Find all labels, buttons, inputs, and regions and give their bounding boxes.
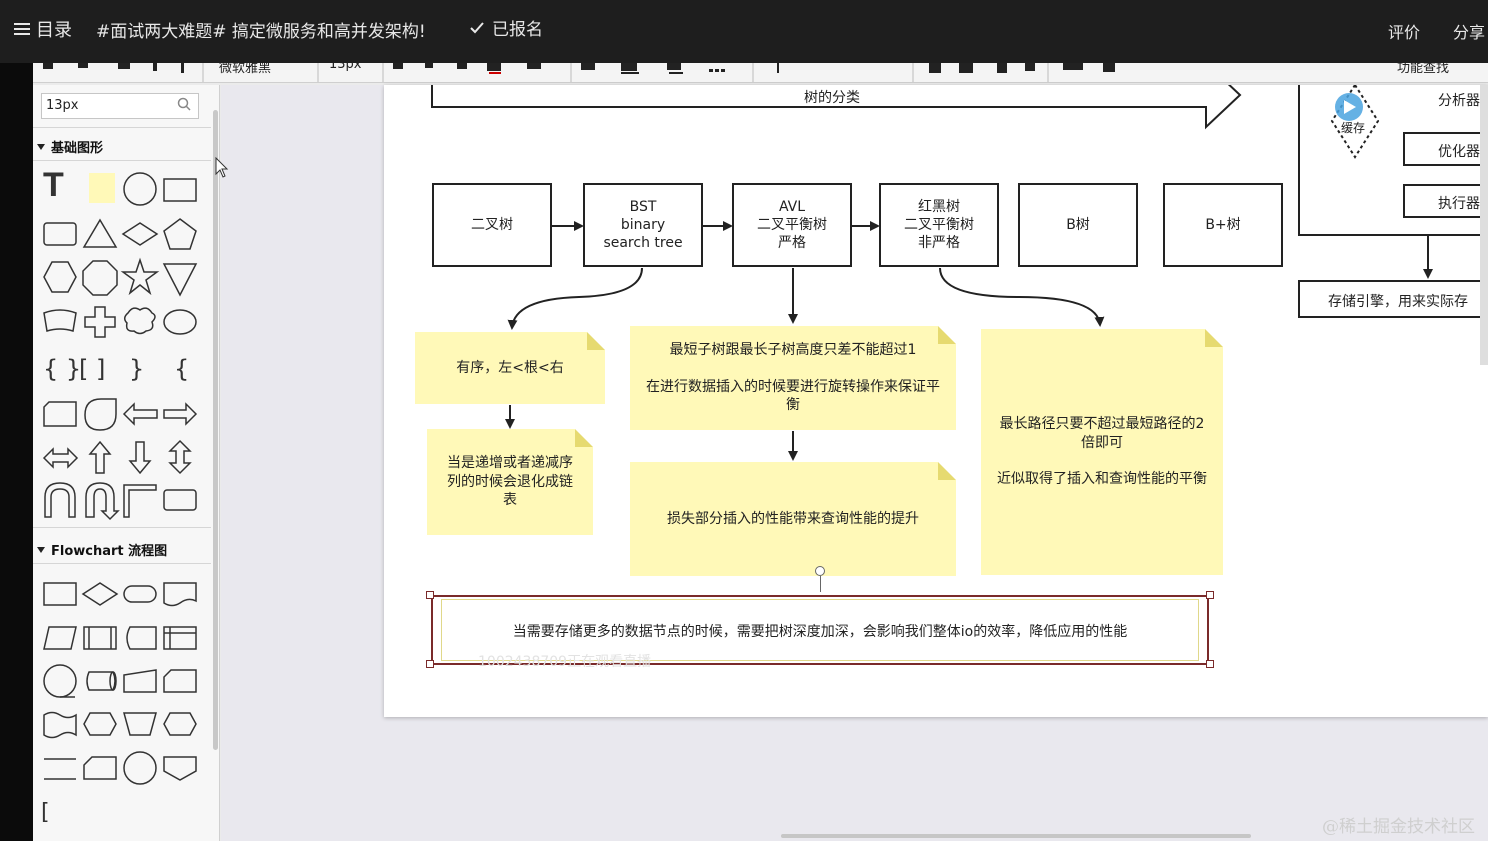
node-rbt-line1: 红黑树 — [918, 198, 960, 215]
selected-text-content[interactable]: 当需要存储更多的数据节点的时候，需要把树深度加深，会影响我们整体io的效率，降低… — [512, 624, 1128, 640]
collapse-icon — [37, 546, 45, 553]
catalog-label: 目录 — [36, 20, 72, 41]
share-button[interactable]: 分享 — [1453, 23, 1486, 42]
section-basic-label: 基础图形 — [51, 141, 104, 156]
node-avl-line3: 严格 — [778, 235, 806, 252]
toolbar-icons[interactable] — [33, 63, 1488, 83]
executor-label: 执行器 — [1438, 196, 1480, 212]
font-family-select[interactable]: 微软雅黑 — [219, 63, 272, 76]
resize-handle-se[interactable] — [1206, 660, 1214, 668]
node-binary-tree-label: 二叉树 — [471, 216, 513, 233]
cache-label: 缓存 — [1341, 121, 1366, 135]
node-rbt-line3: 非严格 — [918, 235, 960, 252]
check-icon — [470, 21, 484, 33]
section-basic-shapes[interactable]: 基础图形 — [37, 137, 103, 156]
format-toolbar: 微软雅黑 13px 功能查找 — [33, 63, 1488, 83]
svg-text:[: [ — [41, 800, 50, 825]
note-avl-description[interactable]: 最短子树跟最长子树高度只差不能超过1 在进行数据插入的时候要进行旋转操作来保证平… — [630, 326, 956, 430]
shape-library: 13px 基础图形 T — [33, 85, 220, 841]
canvas-horizontal-scrollbar[interactable] — [781, 834, 1251, 838]
font-size-select[interactable]: 13px — [329, 63, 362, 72]
note-red-black-description[interactable]: 最长路径只要不超过最短路径的2倍即可 近似取得了插入和查询性能的平衡 — [981, 329, 1223, 575]
note-degenerate-text: 当是递增或者递减序列的时候会退化成链表 — [447, 454, 573, 509]
drawing-canvas[interactable]: 树的分类 二叉树 BST binary search tree AVL 二叉平衡… — [221, 85, 1488, 841]
diagram-connectors — [431, 85, 1488, 461]
node-bplus-tree[interactable]: B+树 — [1163, 183, 1283, 267]
section-flowchart[interactable]: Flowchart 流程图 — [37, 540, 167, 559]
registered-label: 已报名 — [492, 20, 543, 40]
collapse-icon — [37, 143, 45, 150]
node-rbt-line2: 二叉平衡树 — [904, 216, 974, 233]
rate-button[interactable]: 评价 — [1388, 23, 1421, 42]
svg-text:{: { — [174, 355, 189, 383]
resize-handle-ne[interactable] — [1206, 591, 1214, 599]
node-bst[interactable]: BST binary search tree — [583, 183, 703, 267]
section-flowchart-label: Flowchart 流程图 — [51, 544, 168, 559]
svg-text:[ ]: [ ] — [79, 355, 105, 383]
basic-shapes-grid[interactable]: T — [33, 165, 213, 525]
node-red-black-tree[interactable]: 红黑树 二叉平衡树 非严格 — [879, 183, 999, 267]
svg-text:}: } — [129, 355, 144, 383]
header-arrow-shape[interactable] — [431, 85, 1242, 130]
registered-status: 已报名 — [470, 15, 543, 40]
node-bst-line3: search tree — [603, 235, 683, 252]
video-top-bar: 目录 #面试两大难题# 搞定微服务和高并发架构! 已报名 评价 分享 — [0, 0, 1488, 63]
note-degenerate[interactable]: 当是递增或者递减序列的时候会退化成链表 — [427, 429, 593, 535]
catalog-button[interactable]: 目录 — [14, 16, 72, 42]
resize-handle-sw[interactable] — [426, 660, 434, 668]
svg-text:T: T — [43, 166, 64, 204]
sidebar-scrollbar[interactable] — [213, 110, 218, 750]
note-ordered[interactable]: 有序，左<根<右 — [415, 332, 605, 404]
node-bst-line1: BST — [629, 198, 657, 215]
course-title: #面试两大难题# 搞定微服务和高并发架构! — [96, 22, 426, 42]
selected-text-shape[interactable]: 当需要存储更多的数据节点的时候，需要把树深度加深，会影响我们整体io的效率，降低… — [431, 595, 1209, 670]
note-rbt-text-2: 近似取得了插入和查询性能的平衡 — [997, 471, 1207, 488]
node-btree-label: B树 — [1066, 216, 1090, 233]
note-rbt-text-1: 最长路径只要不超过最短路径的2倍即可 — [999, 415, 1205, 451]
shape-search-input[interactable]: 13px — [41, 93, 199, 119]
platform-watermark: @稀土掘金技术社区 — [1322, 817, 1475, 837]
node-avl[interactable]: AVL 二叉平衡树 严格 — [732, 183, 852, 267]
rotate-handle[interactable] — [815, 566, 825, 576]
svg-text:{ }: { } — [43, 355, 81, 383]
feature-search[interactable]: 功能查找 — [1397, 63, 1450, 76]
search-icon[interactable] — [177, 97, 191, 111]
analyzer-label: 分析器 — [1438, 93, 1480, 109]
optimizer-label: 优化器 — [1438, 144, 1480, 160]
node-btree[interactable]: B树 — [1018, 183, 1138, 267]
flowchart-shapes-grid[interactable]: [ — [33, 569, 213, 829]
viewer-overlay-text: 1002438709正在观看直播 — [478, 654, 652, 670]
note-ordered-text: 有序，左<根<右 — [456, 359, 564, 376]
node-binary-tree[interactable]: 二叉树 — [432, 183, 552, 267]
resize-handle-nw[interactable] — [426, 591, 434, 599]
diagram-page[interactable]: 树的分类 二叉树 BST binary search tree AVL 二叉平衡… — [384, 85, 1488, 717]
mouse-cursor-icon — [215, 157, 229, 178]
node-bst-line2: binary — [620, 216, 666, 233]
note-avl-tradeoff-text: 损失部分插入的性能带来查询性能的提升 — [667, 510, 919, 527]
note-avl-text-2: 在进行数据插入的时候要进行旋转操作来保证平衡 — [646, 378, 940, 414]
note-avl-text-1: 最短子树跟最长子树高度只差不能超过1 — [669, 341, 917, 358]
note-avl-tradeoff[interactable]: 损失部分插入的性能带来查询性能的提升 — [630, 462, 956, 576]
node-bplus-label: B+树 — [1205, 216, 1241, 233]
storage-engine-label: 存储引擎，用来实际存 — [1328, 294, 1468, 310]
node-avl-line1: AVL — [778, 198, 806, 215]
node-avl-line2: 二叉平衡树 — [757, 216, 827, 233]
header-arrow-label: 树的分类 — [804, 90, 860, 106]
menu-icon — [14, 23, 30, 35]
diagram-editor: 微软雅黑 13px 功能查找 13px 基础图形 T — [33, 63, 1488, 841]
